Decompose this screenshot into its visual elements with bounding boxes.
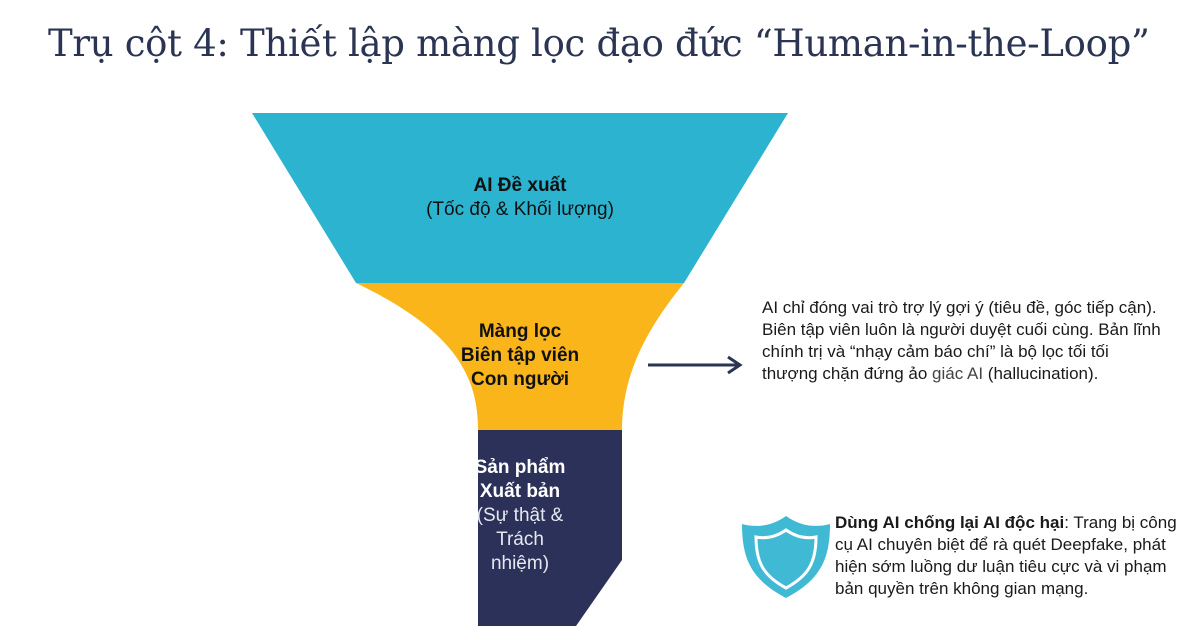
stage-label-published-product: Sản phẩm Xuất bản (Sự thật & Trách nhiệm… xyxy=(468,456,572,576)
funnel-stage-editor-filter xyxy=(356,283,684,430)
callout-tail: (hallucination). xyxy=(983,364,1099,383)
callout-text: AI chỉ đóng vai trò trợ lý gợi ý (tiêu đ… xyxy=(762,297,1162,385)
page-title: Trụ cột 4: Thiết lập màng lọc đạo đức “H… xyxy=(48,22,1150,65)
stage-1-title: AI Đề xuất xyxy=(473,175,567,196)
bottom-note: Dùng AI chống lại AI độc hại: Trang bị c… xyxy=(835,512,1185,600)
stage-label-editor-filter: Màng lọc Biên tập viên Con người xyxy=(440,320,600,392)
funnel-stage-ai-proposal xyxy=(252,113,788,283)
shield-icon xyxy=(742,516,830,598)
stage-2-line-3: Con người xyxy=(471,369,569,390)
stage-2-line-2: Biên tập viên xyxy=(460,345,580,366)
stage-3-line-3: (Sự thật & xyxy=(476,505,564,526)
bottom-note-heading: Dùng AI chống lại AI độc hại xyxy=(835,513,1065,532)
stage-3-line-4: Trách nhiệm) xyxy=(490,529,550,574)
stage-label-ai-proposal: AI Đề xuất (Tốc độ & Khối lượng) xyxy=(380,174,660,222)
bottom-note-body: : Trang bị công cụ AI chuyên biệt để rà … xyxy=(835,513,1177,598)
stage-1-subtitle: (Tốc độ & Khối lượng) xyxy=(426,199,614,220)
callout-body: AI chỉ đóng vai trò trợ lý gợi ý (tiêu đ… xyxy=(762,298,1161,383)
funnel-stage-published-product xyxy=(478,430,622,626)
stage-2-line-1: Màng lọc xyxy=(478,321,562,342)
callout-emph: giác AI xyxy=(927,364,984,383)
arrow-right-icon xyxy=(648,355,743,375)
stage-3-line-1: Sản phẩm xyxy=(474,457,566,478)
stage-3-line-2: Xuất bản xyxy=(479,481,561,502)
